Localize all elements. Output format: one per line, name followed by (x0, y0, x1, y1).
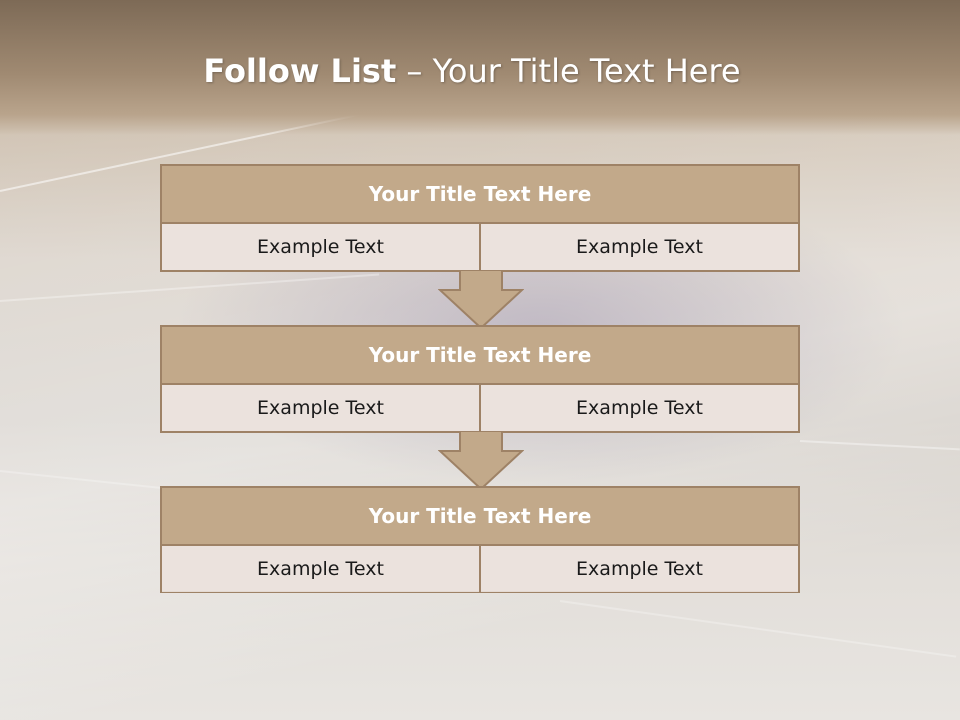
step-cell-right: Example Text (479, 546, 798, 592)
step-row: Example Text Example Text (162, 385, 798, 431)
slide-title: Follow List – Your Title Text Here (0, 52, 944, 90)
step-box-1: Your Title Text Here Example Text Exampl… (160, 164, 800, 272)
step-box-3: Your Title Text Here Example Text Exampl… (160, 486, 800, 593)
motion-streak (559, 600, 957, 658)
slide-title-bold: Follow List (203, 52, 397, 90)
step-cell-left: Example Text (162, 546, 479, 592)
step-cell-right: Example Text (479, 385, 798, 431)
motion-streak (799, 440, 960, 451)
header-band (0, 0, 960, 135)
step-title: Your Title Text Here (162, 488, 798, 546)
down-arrow-icon (438, 431, 524, 491)
down-arrow-icon (438, 270, 524, 330)
step-cell-left: Example Text (162, 385, 479, 431)
step-title: Your Title Text Here (162, 327, 798, 385)
step-row: Example Text Example Text (162, 224, 798, 270)
step-row: Example Text Example Text (162, 546, 798, 592)
motion-streak (0, 273, 380, 302)
step-cell-left: Example Text (162, 224, 479, 270)
step-title: Your Title Text Here (162, 166, 798, 224)
step-cell-right: Example Text (479, 224, 798, 270)
slide-title-rest: – Your Title Text Here (396, 52, 741, 90)
step-box-2: Your Title Text Here Example Text Exampl… (160, 325, 800, 433)
